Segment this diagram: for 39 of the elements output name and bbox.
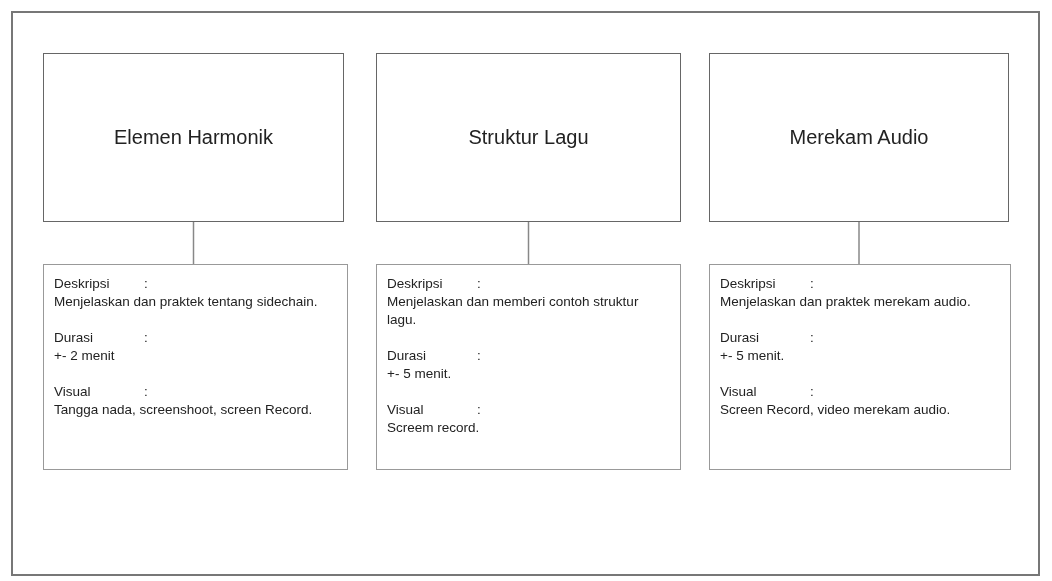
topic-title: Merekam Audio xyxy=(789,126,929,149)
connector-line xyxy=(858,221,860,265)
field-value: Menjelaskan dan praktek merekam audio. xyxy=(720,293,972,311)
field-value: +- 5 menit. xyxy=(720,347,786,365)
topic-box xyxy=(376,53,681,222)
field-value: Menjelaskan dan praktek tentang sidechain. xyxy=(54,293,319,311)
detail-box xyxy=(376,264,681,470)
topic-box xyxy=(709,53,1009,222)
field-label: Deskripsi xyxy=(387,275,444,293)
field-value: +- 2 menit xyxy=(54,347,116,365)
field-label: Visual xyxy=(387,401,425,419)
colon: : xyxy=(810,275,814,293)
connector-line xyxy=(192,221,195,265)
field-value: Screem record. xyxy=(387,419,481,437)
colon: : xyxy=(477,347,481,365)
connector-line xyxy=(527,221,530,265)
field-value: +- 5 menit. xyxy=(387,365,453,383)
field-value: Menjelaskan dan memberi contoh struktur lagu. xyxy=(387,293,640,329)
field-label: Durasi xyxy=(387,347,427,365)
field-label: Deskripsi xyxy=(720,275,777,293)
colon: : xyxy=(477,401,481,419)
field-label: Durasi xyxy=(54,329,94,347)
field-label: Visual xyxy=(720,383,758,401)
detail-box xyxy=(709,264,1011,470)
colon: : xyxy=(144,329,148,347)
field-label: Deskripsi xyxy=(54,275,111,293)
colon: : xyxy=(810,329,814,347)
colon: : xyxy=(477,275,481,293)
colon: : xyxy=(144,383,148,401)
topic-box xyxy=(43,53,344,222)
detail-box xyxy=(43,264,348,470)
field-label: Durasi xyxy=(720,329,760,347)
topic-title: Struktur Lagu xyxy=(468,126,589,149)
field-value: Tangga nada, screenshoot, screen Record. xyxy=(54,401,314,419)
colon: : xyxy=(810,383,814,401)
field-value: Screen Record, video merekam audio. xyxy=(720,401,952,419)
colon: : xyxy=(144,275,148,293)
topic-title: Elemen Harmonik xyxy=(114,126,273,149)
field-label: Visual xyxy=(54,383,92,401)
